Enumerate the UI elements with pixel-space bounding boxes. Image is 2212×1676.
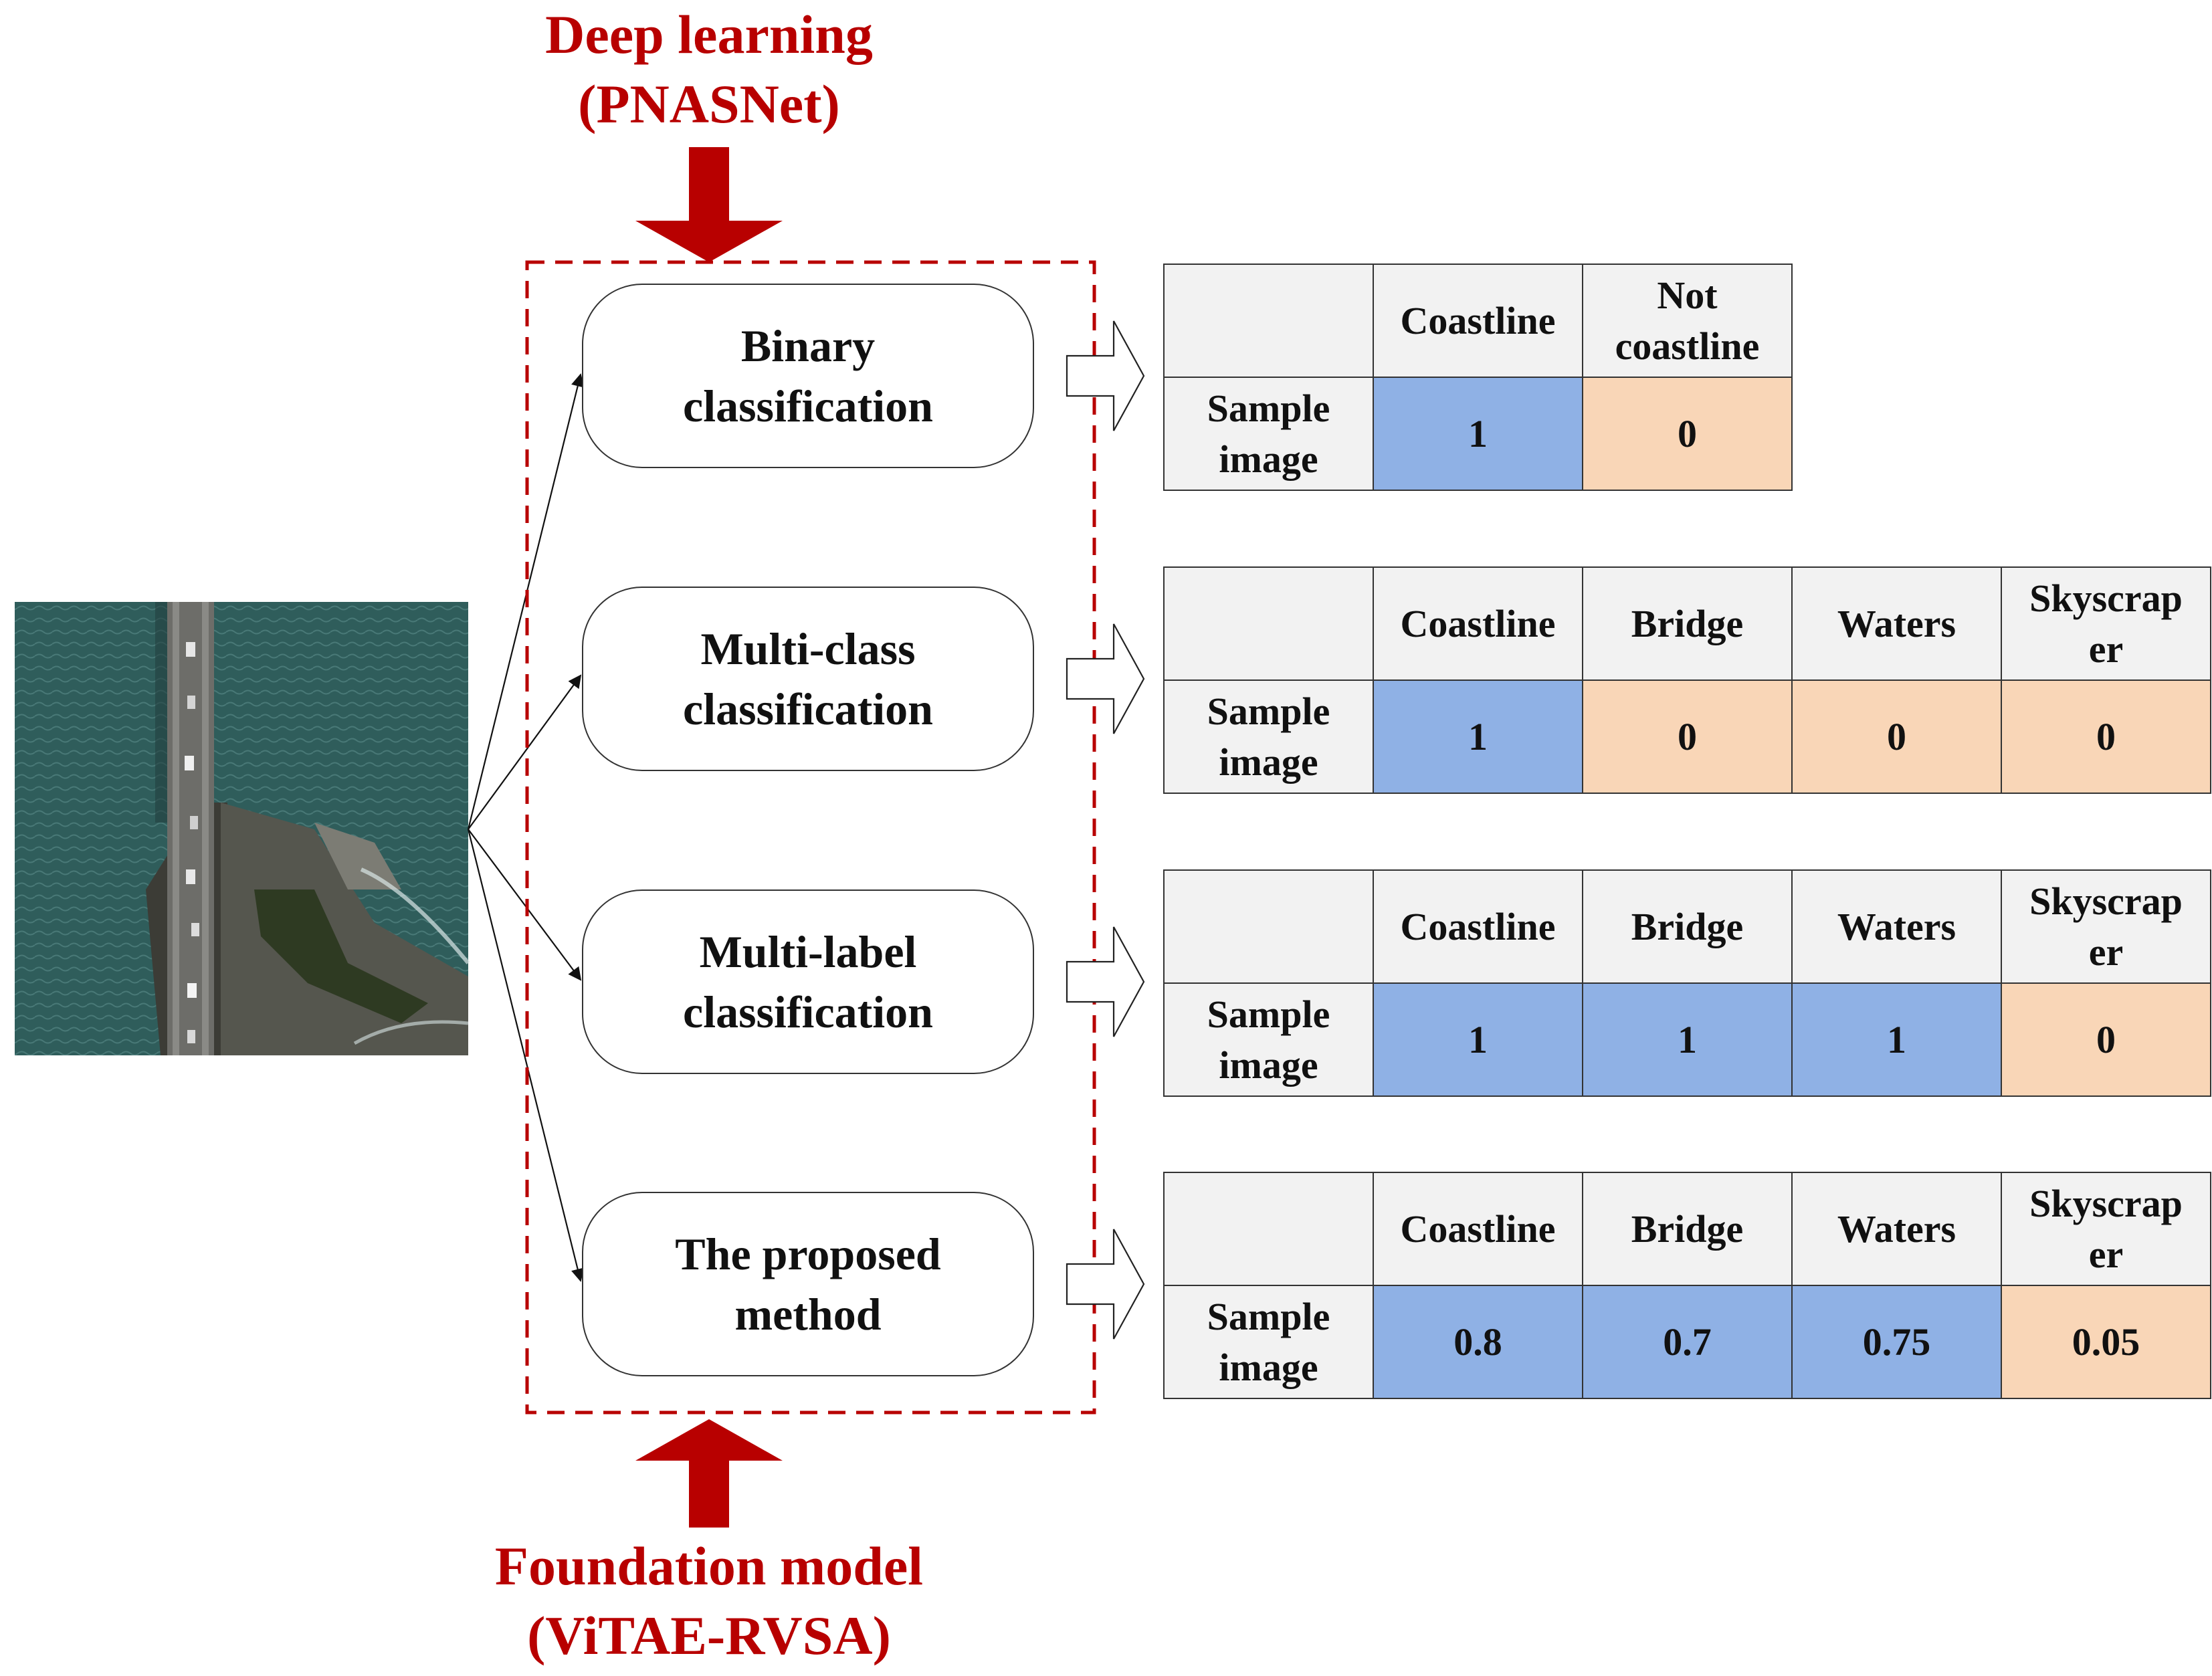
flow-arrow-multilabel xyxy=(468,829,582,981)
column-header-bridge: Bridge xyxy=(1582,869,1793,984)
foundation-model-title-line-2: (ViTAE-RVSA) xyxy=(527,1605,891,1666)
deep-learning-title: Deep learning (PNASNet) xyxy=(545,0,873,139)
method-box-multiclass: Multi-class classification xyxy=(582,587,1034,771)
column-header-bridge: Bridge xyxy=(1582,566,1793,681)
column-header-coastline: Coastline xyxy=(1373,869,1583,984)
table-corner-cell xyxy=(1163,1172,1374,1286)
flow-arrow-proposed xyxy=(467,829,585,1282)
block-arrow-proposed xyxy=(1066,1229,1145,1340)
method-box-binary: Binary classification xyxy=(582,284,1034,468)
column-header-coastline: Coastline xyxy=(1373,566,1583,681)
value-cell-skyscraper: 0 xyxy=(2001,679,2211,794)
method-label-line: The proposed xyxy=(675,1229,941,1279)
block-arrow-multiclass xyxy=(1066,623,1145,734)
method-label-line: Multi-class xyxy=(700,623,916,674)
value-cell-coastline: 1 xyxy=(1373,377,1583,491)
table-corner-cell xyxy=(1163,869,1374,984)
column-header-bridge: Bridge xyxy=(1582,1172,1793,1286)
column-header-waters: Waters xyxy=(1791,566,2002,681)
value-cell-bridge: 0.7 xyxy=(1582,1285,1793,1399)
column-header-waters: Waters xyxy=(1791,1172,2002,1286)
value-cell-waters: 0 xyxy=(1791,679,2002,794)
red-up-arrow xyxy=(635,1419,783,1528)
value-cell-waters: 1 xyxy=(1791,982,2002,1097)
flow-arrow-multiclass xyxy=(468,674,582,830)
value-cell-bridge: 0 xyxy=(1582,679,1793,794)
value-cell-coastline: 0.8 xyxy=(1373,1285,1583,1399)
red-down-arrow xyxy=(635,147,783,262)
block-arrow-binary xyxy=(1066,320,1145,431)
table-corner-cell xyxy=(1163,264,1374,378)
flow-arrow-binary xyxy=(467,373,585,830)
column-header-coastline: Coastline xyxy=(1373,1172,1583,1286)
method-box-multilabel: Multi-label classification xyxy=(582,889,1034,1074)
block-arrow-multilabel xyxy=(1066,926,1145,1037)
method-label-line: classification xyxy=(683,381,933,431)
value-cell-coastline: 1 xyxy=(1373,679,1583,794)
method-box-proposed: The proposed method xyxy=(582,1192,1034,1376)
table-corner-cell xyxy=(1163,566,1374,681)
method-label-line: method xyxy=(734,1289,882,1340)
value-cell-skyscraper: 0.05 xyxy=(2001,1285,2211,1399)
value-cell-skyscraper: 0 xyxy=(2001,982,2211,1097)
column-header-waters: Waters xyxy=(1791,869,2002,984)
deep-learning-title-line-2: (PNASNet) xyxy=(578,74,840,134)
methods-dashed-frame xyxy=(525,260,1096,1415)
foundation-model-title: Foundation model (ViTAE-RVSA) xyxy=(495,1532,923,1671)
column-header-coastline: Coastline xyxy=(1373,264,1583,378)
value-cell-not-coastline: 0 xyxy=(1582,377,1793,491)
deep-learning-title-line-1: Deep learning xyxy=(545,4,873,65)
method-label-line: Multi-label xyxy=(699,926,917,977)
value-cell-waters: 0.75 xyxy=(1791,1285,2002,1399)
foundation-model-title-line-1: Foundation model xyxy=(494,1536,924,1596)
method-label-line: classification xyxy=(683,986,933,1037)
value-cell-coastline: 1 xyxy=(1373,982,1583,1097)
sample-aerial-image xyxy=(15,602,470,1055)
method-label-line: Binary xyxy=(740,320,876,371)
value-cell-bridge: 1 xyxy=(1582,982,1793,1097)
method-label-line: classification xyxy=(683,684,933,734)
